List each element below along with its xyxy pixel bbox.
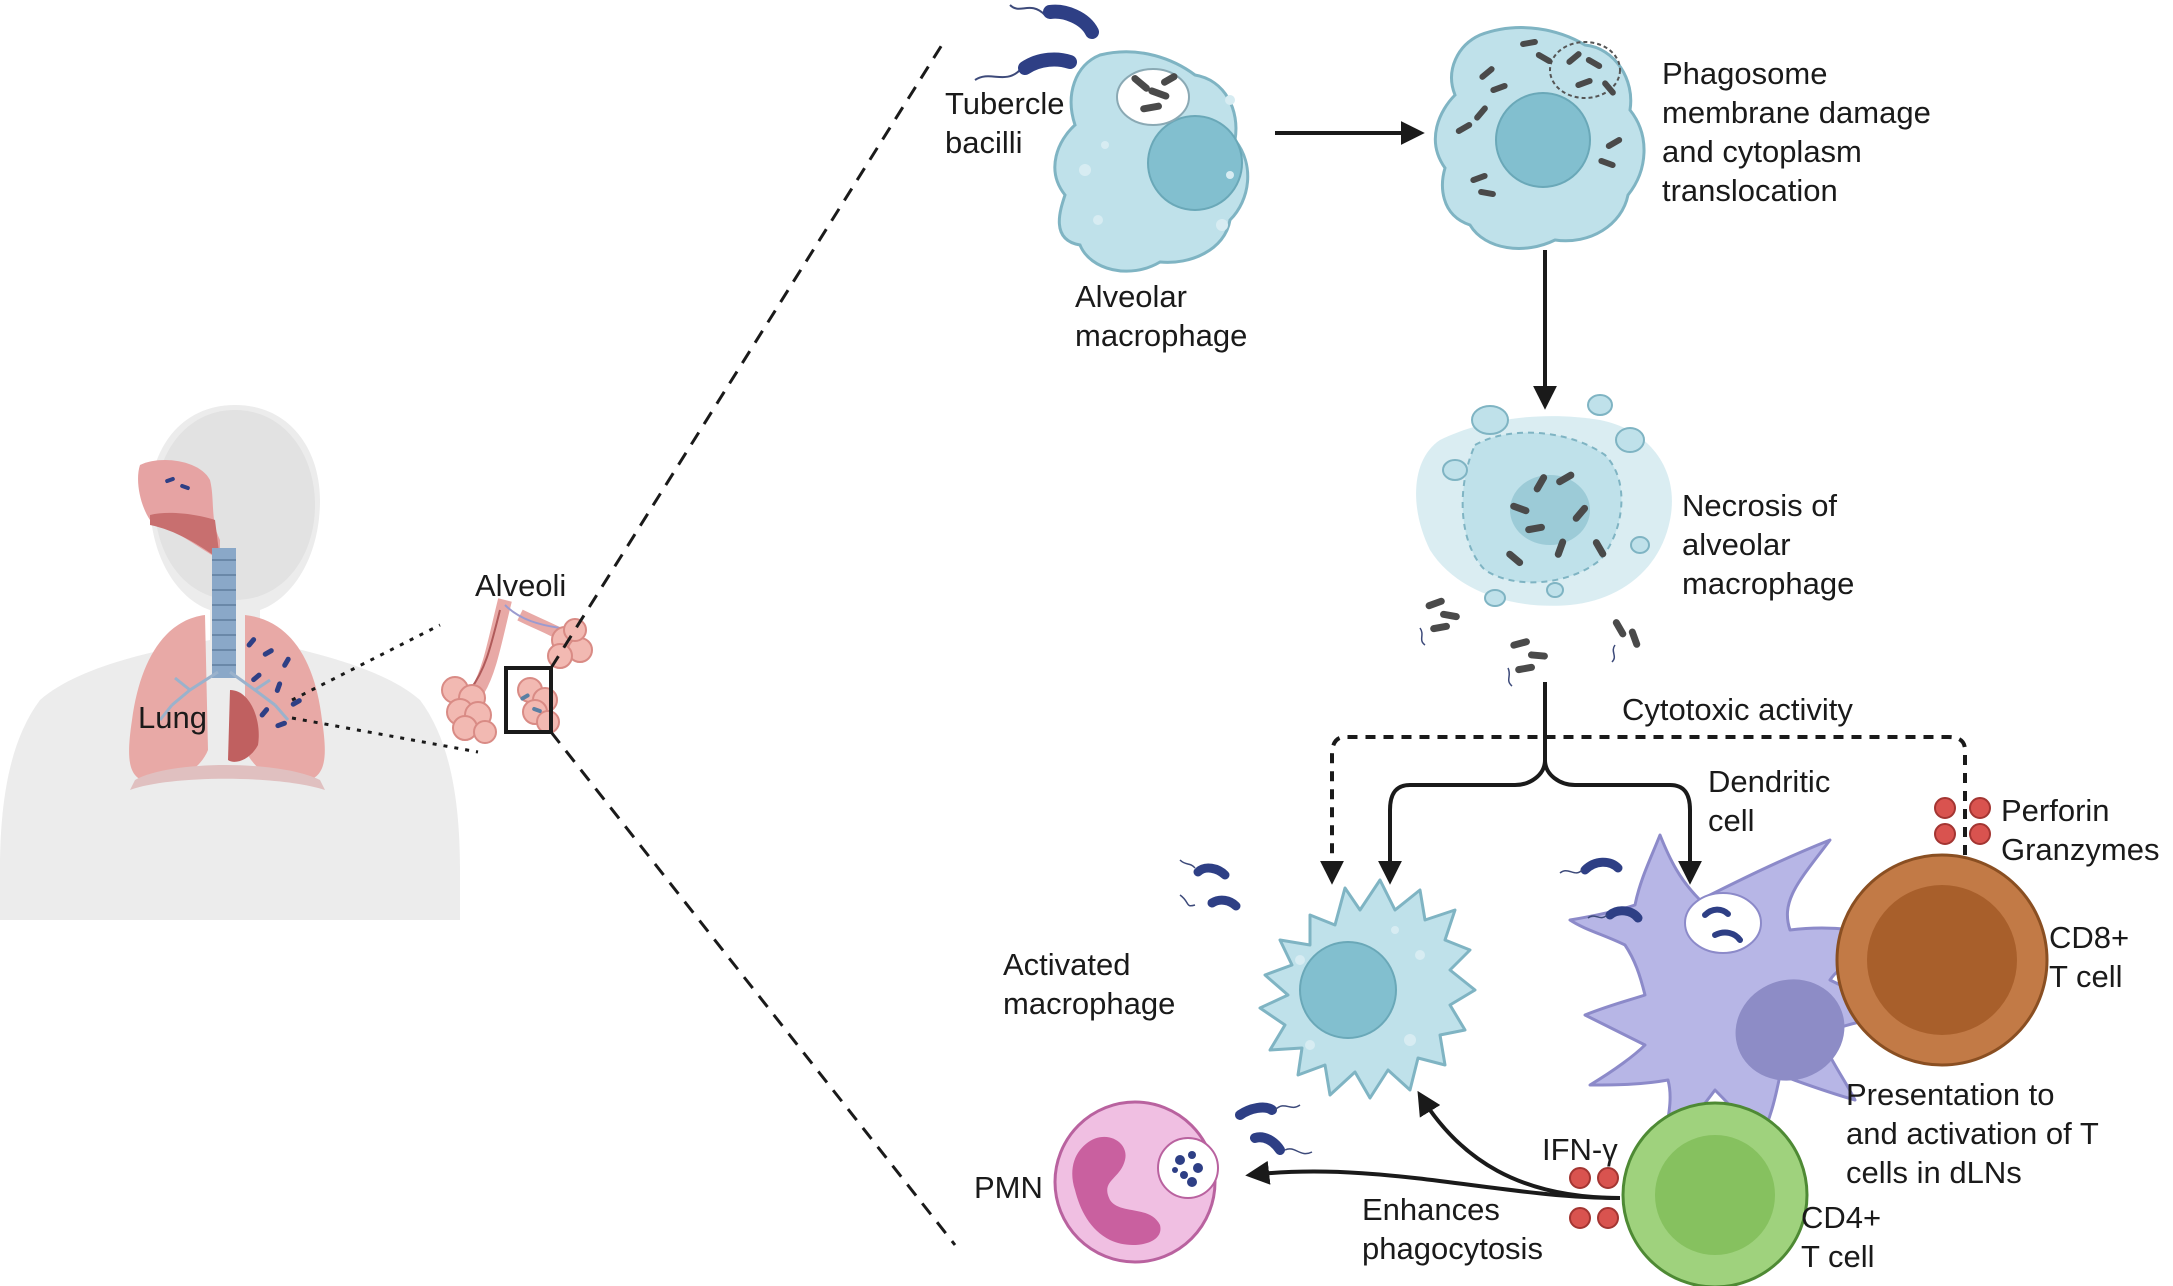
label-presentation-line-3: cells in dLNs bbox=[1846, 1155, 2022, 1190]
label-pmn: PMN bbox=[974, 1170, 1043, 1205]
label-lung: Lung bbox=[138, 700, 207, 735]
label-necrosis-line-1: Necrosis of bbox=[1682, 488, 1838, 523]
label-presentation: Presentation to and activation of T cell… bbox=[1846, 1075, 2099, 1192]
label-necrosis: Necrosis of alveolar macrophage bbox=[1682, 486, 1854, 603]
human-body-illustration bbox=[0, 405, 460, 920]
label-enhances-phagocytosis: Enhances phagocytosis bbox=[1362, 1190, 1543, 1268]
trachea bbox=[212, 548, 236, 678]
label-cd8-line-2: T cell bbox=[2049, 959, 2123, 994]
label-tubercle-line-1: Tubercle bbox=[945, 86, 1065, 121]
left-lung bbox=[129, 615, 208, 783]
label-phagosome-line-3: and cytoplasm bbox=[1662, 134, 1862, 169]
label-necrosis-line-2: alveolar bbox=[1682, 527, 1791, 562]
label-dendritic-cell: Dendritic cell bbox=[1708, 762, 1830, 840]
label-phagosome-line-2: membrane damage bbox=[1662, 95, 1931, 130]
label-granzymes: Granzymes bbox=[2001, 832, 2160, 867]
label-dendritic-line-2: cell bbox=[1708, 803, 1755, 838]
label-cd8-line-1: CD8+ bbox=[2049, 920, 2130, 955]
label-tubercle-bacilli: Tubercle bacilli bbox=[945, 84, 1064, 162]
right-lung bbox=[245, 615, 325, 783]
label-alveolar-line-2: macrophage bbox=[1075, 318, 1248, 353]
alveoli-illustration bbox=[441, 598, 593, 744]
ifn-gamma-granules bbox=[1569, 1167, 1619, 1229]
label-alveolar-macrophage: Alveolar macrophage bbox=[1075, 277, 1247, 355]
label-cd4-line-2: T cell bbox=[1801, 1239, 1875, 1274]
cd8-t-cell bbox=[1835, 853, 2049, 1067]
zoom-box bbox=[504, 666, 553, 734]
pmn-cell bbox=[1053, 1100, 1219, 1264]
label-activated-line-1: Activated bbox=[1003, 947, 1131, 982]
label-enhances-line-1: Enhances bbox=[1362, 1192, 1500, 1227]
label-ifn-gamma: IFN-γ bbox=[1542, 1132, 1618, 1167]
branch-arrows bbox=[1378, 682, 1702, 885]
label-phagosome-line-4: translocation bbox=[1662, 173, 1838, 208]
cd4-t-cell bbox=[1621, 1101, 1809, 1286]
label-necrosis-line-3: macrophage bbox=[1682, 566, 1855, 601]
activated-macrophage-cell bbox=[1258, 878, 1477, 1100]
label-enhances-line-2: phagocytosis bbox=[1362, 1231, 1543, 1266]
phagosome-damaged-macrophage bbox=[1434, 26, 1646, 250]
label-phagosome-damage: Phagosome membrane damage and cytoplasm … bbox=[1662, 54, 1931, 210]
necrotic-macrophage bbox=[1416, 394, 1672, 687]
label-phagosome-line-1: Phagosome bbox=[1662, 56, 1828, 91]
label-activated-line-2: macrophage bbox=[1003, 986, 1176, 1021]
cytotoxic-arrow bbox=[1320, 735, 1967, 885]
enhances-phagocytosis-arrow-to-macrophage bbox=[1417, 1090, 1621, 1200]
label-activated-macrophage: Activated macrophage bbox=[1003, 945, 1175, 1023]
label-cytotoxic-activity: Cytotoxic activity bbox=[1622, 692, 1853, 727]
label-cd8-t-cell: CD8+ T cell bbox=[2049, 918, 2129, 996]
label-perforin: Perforin bbox=[2001, 793, 2110, 828]
label-cd4-t-cell: CD4+ T cell bbox=[1801, 1198, 1881, 1276]
label-dendritic-line-1: Dendritic bbox=[1708, 764, 1831, 799]
perforin-granzyme-granules bbox=[1934, 797, 1991, 845]
label-presentation-line-1: Presentation to bbox=[1846, 1077, 2055, 1112]
label-alveoli: Alveoli bbox=[475, 568, 567, 603]
label-tubercle-line-2: bacilli bbox=[945, 125, 1023, 160]
alveolar-macrophage-cell bbox=[1053, 50, 1250, 273]
label-alveolar-line-1: Alveolar bbox=[1075, 279, 1187, 314]
tubercle-bacilli bbox=[974, 4, 1099, 81]
label-cd4-line-1: CD4+ bbox=[1801, 1200, 1882, 1235]
dendritic-cell bbox=[1559, 833, 1912, 1142]
bacilli-near-activated-macrophage bbox=[1179, 859, 1313, 1155]
label-presentation-line-2: and activation of T bbox=[1846, 1116, 2099, 1151]
